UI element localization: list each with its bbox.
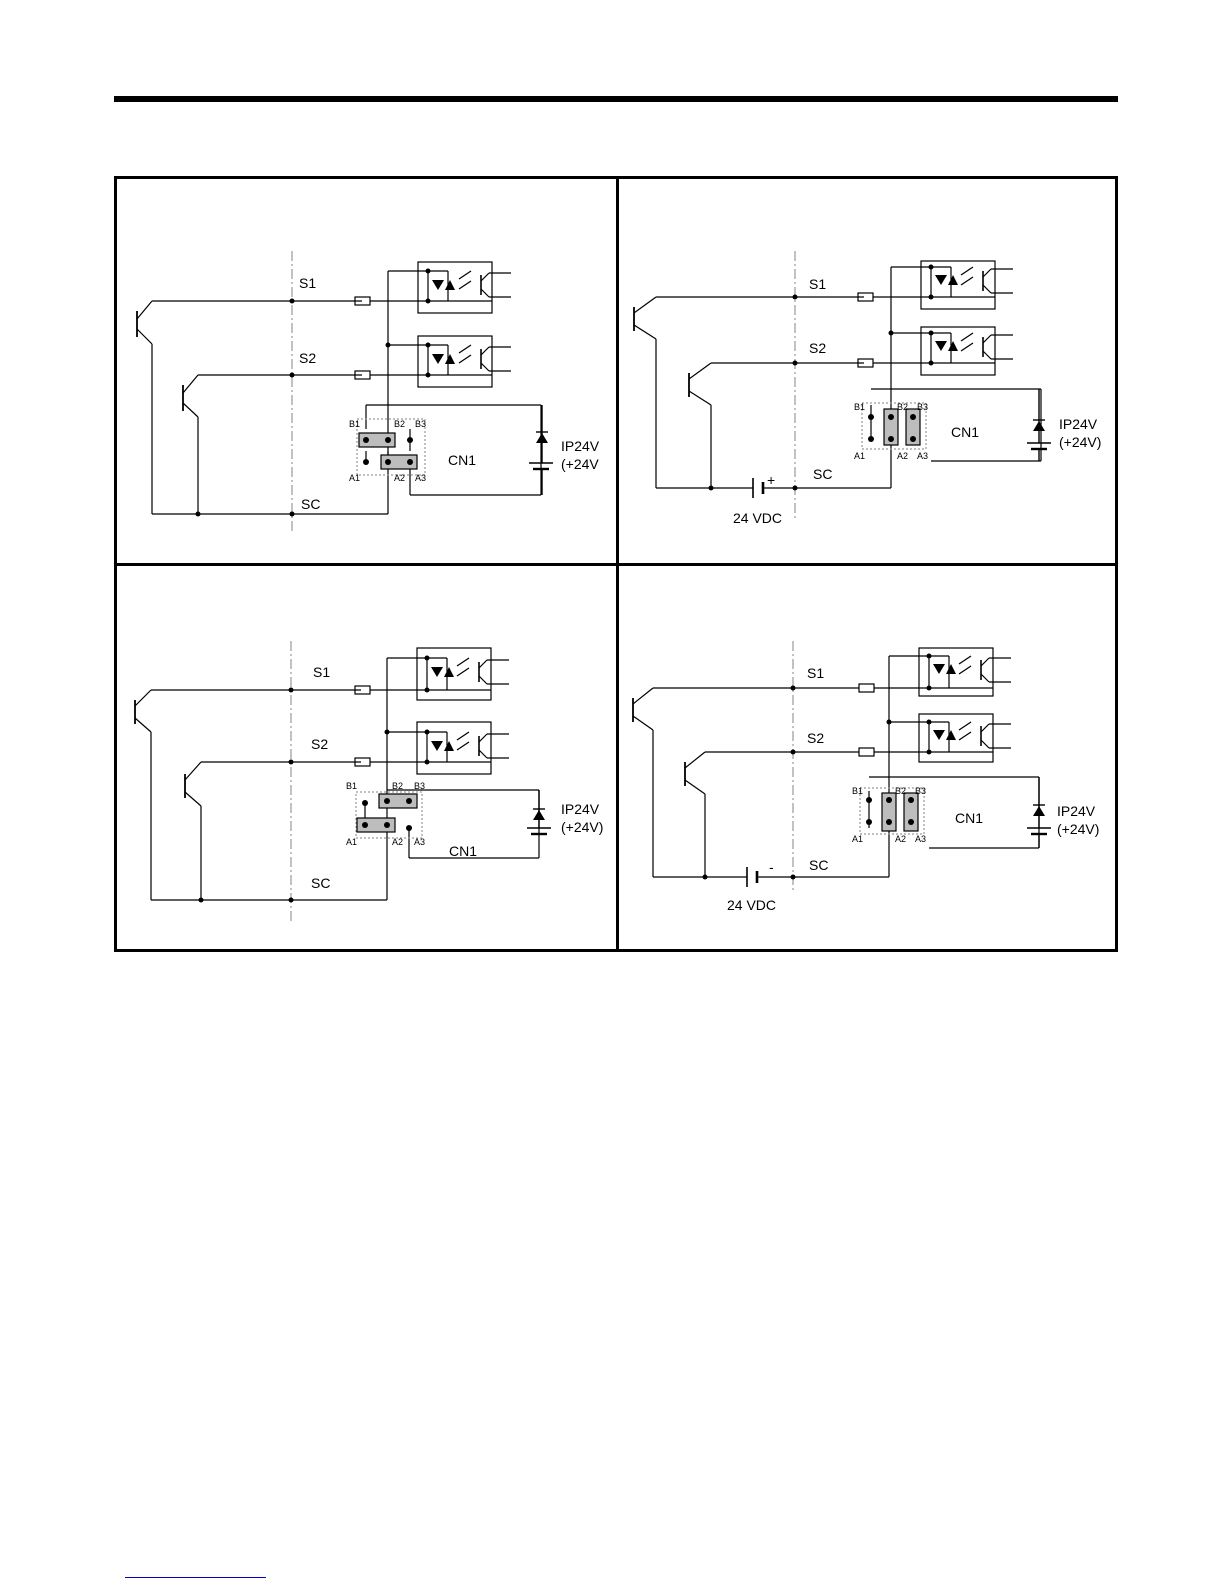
- label-polarity: -: [769, 859, 774, 875]
- label-b2: B2: [394, 419, 405, 429]
- panel-top-right: S1 S2 SC CN1 B1 B2 B3 A1 A2 A3 IP24V (+2…: [619, 179, 1118, 563]
- label-b3: B3: [915, 786, 926, 796]
- label-supply-line-1: IP24V: [561, 801, 600, 817]
- label-a2: A2: [895, 834, 906, 844]
- label-b2: B2: [392, 781, 403, 791]
- label-b3: B3: [917, 402, 928, 412]
- panel-top-left: S1 S2 SC CN1 B1 B2 B3 A1 A2 A3 IP24V (+2…: [117, 179, 616, 563]
- circuit-bottom-left: S1 S2 SC CN1 B1 B2 B3 A1 A2 A3 IP24V (+2…: [117, 566, 616, 949]
- label-external-supply: 24 VDC: [733, 510, 782, 526]
- panel-bottom-left: S1 S2 SC CN1 B1 B2 B3 A1 A2 A3 IP24V (+2…: [117, 566, 616, 949]
- label-a1: A1: [852, 834, 863, 844]
- label-supply-line-1: IP24V: [1057, 803, 1096, 819]
- label-sc: SC: [301, 496, 320, 512]
- label-sc: SC: [311, 875, 330, 891]
- label-a3: A3: [917, 451, 928, 461]
- label-supply-line-1: IP24V: [561, 438, 600, 454]
- label-s1: S1: [313, 664, 330, 680]
- label-b2: B2: [895, 786, 906, 796]
- label-cn1: CN1: [951, 424, 979, 440]
- label-sc: SC: [813, 466, 832, 482]
- label-supply-line-2: (+24V): [1057, 821, 1099, 837]
- label-a3: A3: [415, 473, 426, 483]
- label-s1: S1: [807, 665, 824, 681]
- label-b2: B2: [897, 402, 908, 412]
- label-s1: S1: [299, 275, 316, 291]
- label-a2: A2: [394, 473, 405, 483]
- label-external-supply: 24 VDC: [727, 897, 776, 913]
- label-a3: A3: [915, 834, 926, 844]
- label-s2: S2: [299, 350, 316, 366]
- label-s2: S2: [807, 730, 824, 746]
- label-s2: S2: [311, 736, 328, 752]
- label-b1: B1: [346, 781, 357, 791]
- label-b1: B1: [854, 402, 865, 412]
- label-supply-line-1: IP24V: [1059, 416, 1098, 432]
- label-cn1: CN1: [448, 452, 476, 468]
- wiring-diagram-grid: S1 S2 SC CN1 B1 B2 B3 A1 A2 A3 IP24V (+2…: [114, 176, 1118, 952]
- label-supply-line-2: (+24V): [561, 819, 603, 835]
- footer-link-underline: [125, 1577, 266, 1578]
- label-b3: B3: [414, 781, 425, 791]
- label-supply-line-2: (+24V): [1059, 434, 1101, 450]
- panel-bottom-right: S1 S2 SC CN1 B1 B2 B3 A1 A2 A3 IP24V (+2…: [619, 566, 1118, 949]
- label-b1: B1: [349, 419, 360, 429]
- circuit-top-left: S1 S2 SC CN1 B1 B2 B3 A1 A2 A3 IP24V (+2…: [117, 179, 616, 563]
- label-polarity: +: [767, 472, 775, 488]
- label-a1: A1: [854, 451, 865, 461]
- circuit-bottom-right: S1 S2 SC CN1 B1 B2 B3 A1 A2 A3 IP24V (+2…: [619, 566, 1118, 949]
- label-cn1: CN1: [955, 810, 983, 826]
- circuit-top-right: S1 S2 SC CN1 B1 B2 B3 A1 A2 A3 IP24V (+2…: [619, 179, 1118, 563]
- label-b1: B1: [852, 786, 863, 796]
- label-a2: A2: [392, 837, 403, 847]
- label-s2: S2: [809, 340, 826, 356]
- label-cn1: CN1: [449, 843, 477, 859]
- label-sc: SC: [809, 857, 828, 873]
- header-rule: [114, 96, 1118, 102]
- label-a3: A3: [414, 837, 425, 847]
- label-supply-line-2: (+24V: [561, 456, 599, 472]
- label-a1: A1: [349, 473, 360, 483]
- label-b3: B3: [415, 419, 426, 429]
- label-a2: A2: [897, 451, 908, 461]
- label-s1: S1: [809, 276, 826, 292]
- label-a1: A1: [346, 837, 357, 847]
